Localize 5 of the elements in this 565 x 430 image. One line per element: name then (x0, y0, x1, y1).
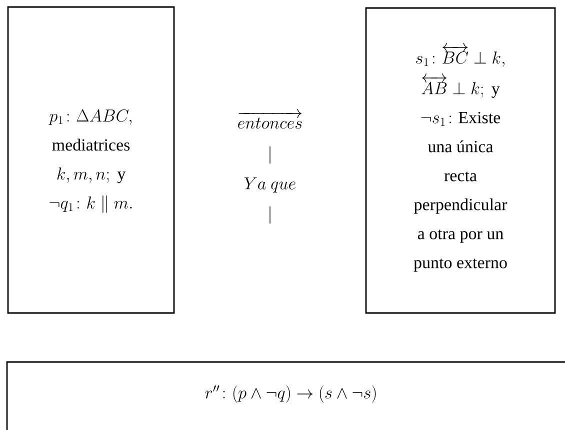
connector-label: $Ya\ que$ (244, 177, 296, 193)
statement-box: $r''\colon(p\wedge\neg q)\to(s\wedge\neg s)$ (6, 361, 565, 430)
statement-box: $\begin{gathered}s_1\colon\overleftrightarrow{BC}\perp k,\\ \overleftrightarrow{AB}\perp k;\ \text{y}\\ \neg s_1\colon\text{Existe}\\ \text{una única}\\ \text{recta}\\ \text{perpendicular}\\ \text{a otra por un}\\ \text{punto externo}\end{gathered}$ (365, 7, 556, 314)
statement-box: $\begin{gathered}p_1\colon\Delta ABC,\\ \text{mediatrices}\\ k,m,n;\ \text{y}\\ \neg q_1\colon k\parallel m.\end{gathered}$ (7, 6, 175, 314)
connector-label: $\overrightarrow{entonces}$ (238, 109, 302, 129)
